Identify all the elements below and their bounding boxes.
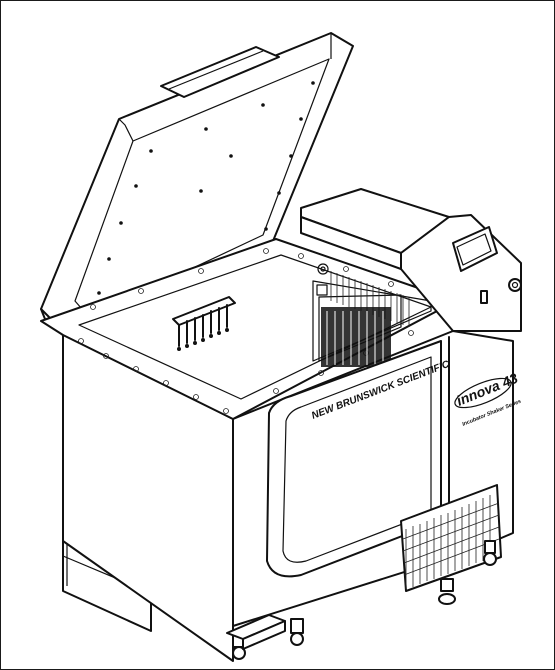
refrigeration-grille	[400, 484, 502, 592]
caster-rear-right	[483, 540, 497, 566]
open-lid	[40, 32, 354, 338]
lid-bolts	[97, 81, 315, 295]
control-tower	[300, 188, 522, 332]
caster-front-right	[290, 618, 304, 646]
interior-louver	[321, 307, 391, 367]
casters	[226, 540, 497, 660]
caster-rear-left	[438, 578, 456, 605]
test-tube-clamp-rack	[172, 296, 236, 351]
